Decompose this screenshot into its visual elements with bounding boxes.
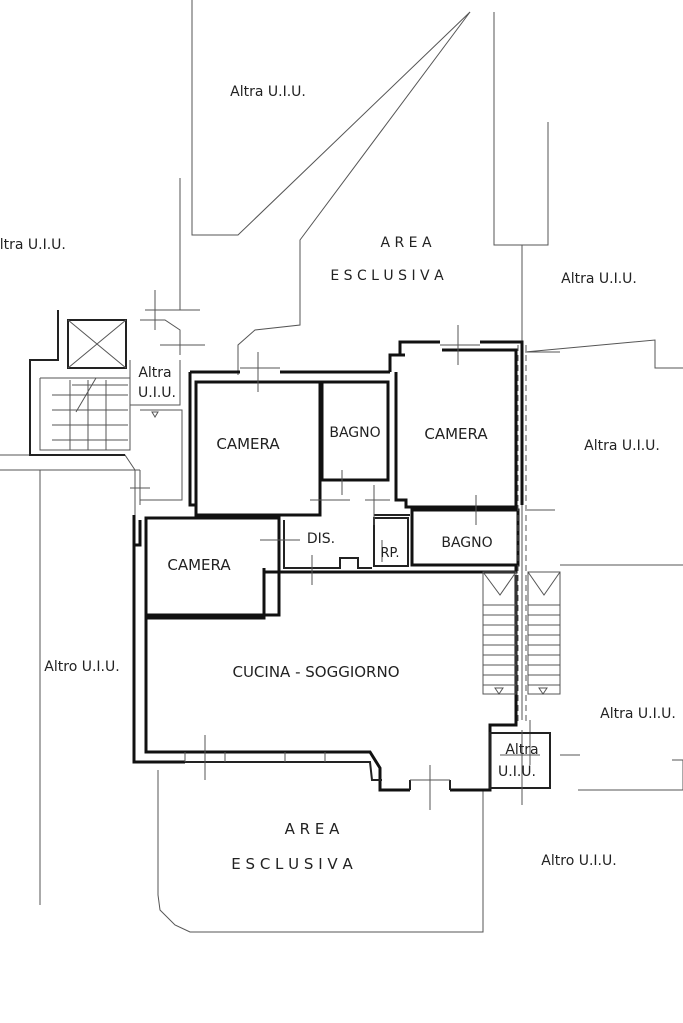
label-area-top: A R E A [380,235,432,251]
dashed-boundary [517,345,560,725]
label-camera-3: CAMERA [167,556,231,574]
label-esclusiva-top: E S C L U S I V A [330,268,444,284]
label-altro-uiu-bottom-right: Altro U.I.U. [541,853,616,869]
label-altro-uiu-left: Altro U.I.U. [44,659,119,675]
label-altra-small: Altra [138,365,171,381]
label-bagno-1: BAGNO [329,425,380,441]
label-uiu-small: U.I.U. [138,385,176,401]
labels: Altra U.I.U. Altra U.I.U. A R E A E S C … [0,84,676,873]
label-camera-1: CAMERA [216,435,280,453]
label-dis: DIS. [307,531,335,547]
label-uiu-small-2: U.I.U. [498,764,536,780]
label-area-bottom: A R E A [285,820,340,838]
label-altra-uiu-top: Altra U.I.U. [230,84,306,100]
stair-block-left [29,290,205,505]
stairs-right [482,571,561,695]
surrounding-outlines [0,0,683,933]
label-rip: RP. [381,546,400,561]
label-altra-uiu-right-mid: Altra U.I.U. [584,438,660,454]
openings [184,325,580,810]
label-bagno-2: BAGNO [441,535,492,551]
label-camera-2: CAMERA [424,425,488,443]
label-altra-small-2: Altra [505,742,538,758]
label-esclusiva-bottom: E S C L U S I V A [231,855,353,873]
label-altra-uiu-right-top: Altra U.I.U. [561,271,637,287]
label-cucina-soggiorno: CUCINA - SOGGIORNO [232,663,399,681]
label-altra-uiu-left: Altra U.I.U. [0,237,66,253]
label-altra-uiu-right-low: Altra U.I.U. [600,706,676,722]
